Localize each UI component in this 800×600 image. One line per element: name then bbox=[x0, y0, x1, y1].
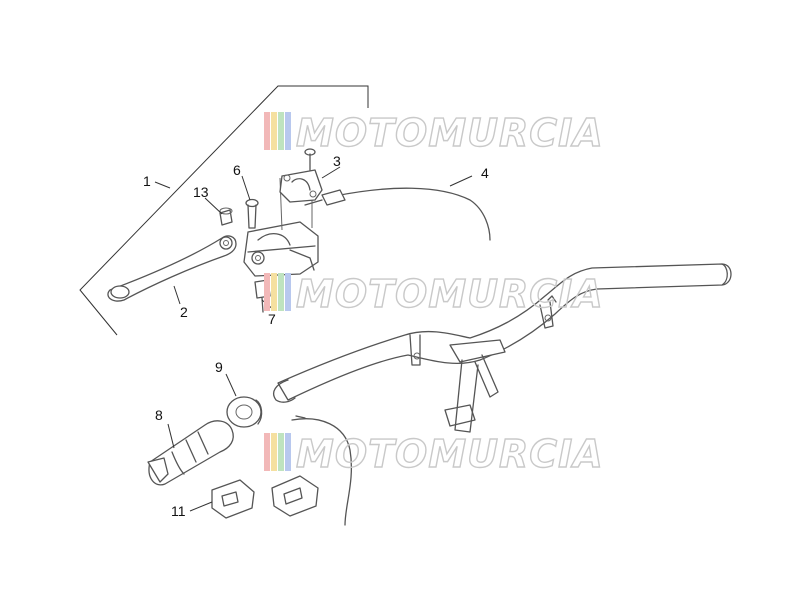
switch-11 bbox=[211, 479, 255, 519]
watermark-1-text: MOTOMURCIA bbox=[296, 111, 604, 155]
callout-8: 8 bbox=[155, 407, 163, 423]
callout-9: 9 bbox=[215, 359, 223, 375]
watermark-2-text: MOTOMURCIA bbox=[296, 272, 604, 316]
switch-second bbox=[271, 475, 319, 517]
callout-6: 6 bbox=[233, 162, 241, 178]
callout-1: 1 bbox=[143, 173, 151, 189]
cable-4 bbox=[304, 187, 491, 241]
lever-2 bbox=[107, 235, 237, 302]
callout-11: 11 bbox=[171, 503, 186, 519]
grip-8 bbox=[147, 420, 234, 486]
pivot-nut-13 bbox=[219, 207, 233, 226]
handlebar bbox=[273, 263, 732, 433]
watermark-2: MOTOMURCIA bbox=[264, 271, 604, 317]
lever-housing bbox=[243, 177, 319, 277]
screw-3 bbox=[304, 148, 316, 171]
callout-2: 2 bbox=[180, 304, 188, 320]
callout-4: 4 bbox=[481, 165, 489, 181]
screw-6 bbox=[245, 198, 259, 229]
callout-13: 13 bbox=[193, 184, 209, 200]
callout-numbers: 1 2 3 4 6 7 8 9 11 13 bbox=[143, 153, 489, 519]
callout-3: 3 bbox=[333, 153, 341, 169]
throttle-cable bbox=[291, 415, 353, 526]
watermark-3-text: MOTOMURCIA bbox=[296, 432, 604, 476]
watermark-1: MOTOMURCIA bbox=[264, 110, 604, 156]
assembly-bracket-1 bbox=[79, 85, 369, 336]
washer-9 bbox=[226, 396, 263, 428]
watermark-3: MOTOMURCIA bbox=[264, 431, 604, 477]
callout-7: 7 bbox=[268, 311, 276, 327]
clamp-3 bbox=[279, 169, 323, 203]
leader-lines bbox=[167, 166, 473, 512]
